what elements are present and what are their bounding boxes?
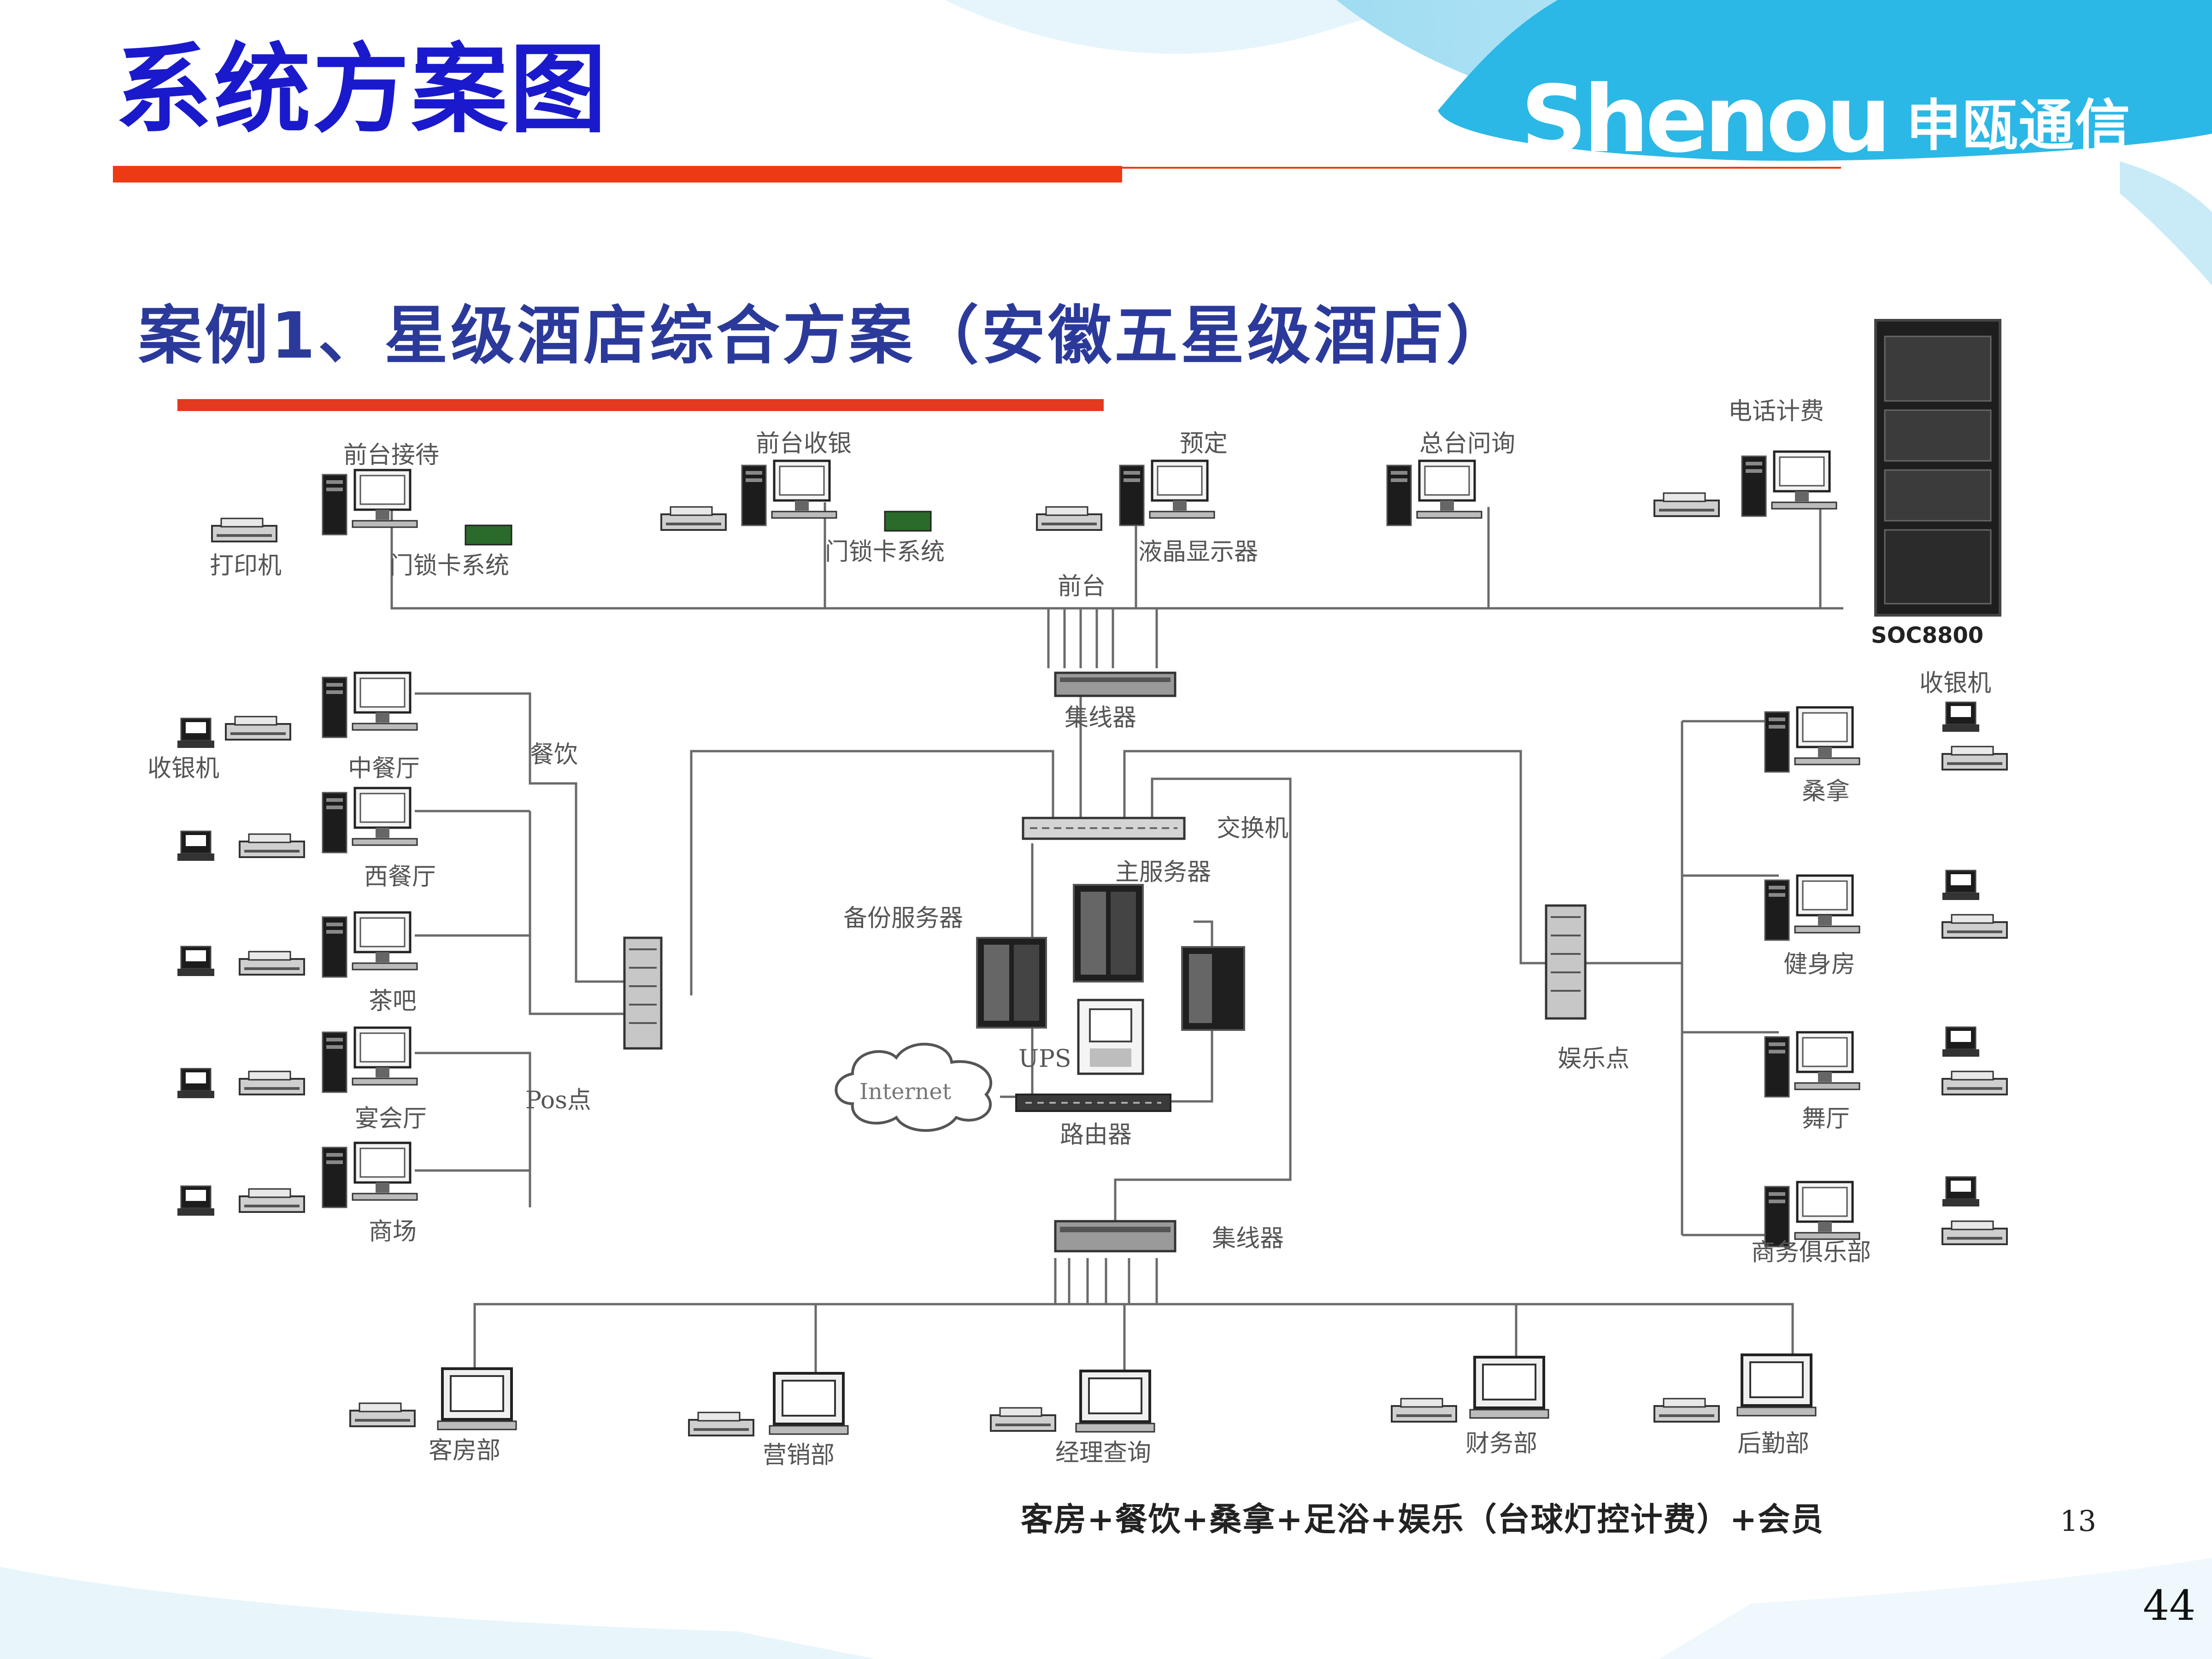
- ups-icon: [1077, 999, 1144, 1075]
- internet-cloud-icon: [835, 1042, 993, 1132]
- station-label-sauna: 桑拿: [1802, 778, 1850, 806]
- department-label-finance: 财务部: [1465, 1430, 1537, 1458]
- server-icon: [1181, 946, 1245, 1031]
- front-desk-group-label: 前台: [1058, 573, 1106, 600]
- case-title: 案例1、星级酒店综合方案（安徽五星级酒店）: [138, 299, 1513, 373]
- brand-chinese: 申瓯通信: [1906, 94, 2131, 158]
- catering-group-label: 餐饮: [530, 741, 578, 769]
- department-label-logistics: 后勤部: [1737, 1430, 1809, 1458]
- brand-band: [1438, 0, 2212, 161]
- hub-label: 集线器: [1065, 704, 1136, 732]
- page-number: 44: [2143, 1582, 2196, 1630]
- department-label-marketing: 营销部: [763, 1441, 835, 1469]
- lcd-label: 液晶显示器: [1138, 538, 1258, 566]
- cashier-label: 收银机: [1919, 670, 1991, 697]
- station-label-inquiry: 总台问询: [1419, 430, 1515, 458]
- door-lock-label: 门锁卡系统: [389, 552, 509, 580]
- station-label-mall: 商场: [369, 1218, 417, 1246]
- department-label-rooms: 客房部: [429, 1437, 500, 1465]
- station-label-dance-hall: 舞厅: [1802, 1105, 1850, 1133]
- station-label-cashier: 前台收银: [756, 430, 852, 458]
- wave-decoration: [0, 1567, 876, 1659]
- pos-label: Pos点: [525, 1087, 591, 1114]
- router-icon: [1015, 1094, 1171, 1112]
- backup-server-label: 备份服务器: [843, 905, 963, 932]
- cashier-label: 收银机: [147, 755, 219, 782]
- backup-server-icon: [976, 937, 1047, 1029]
- door-lock-label: 门锁卡系统: [825, 538, 945, 566]
- station-label-business-club: 商务俱乐部: [1751, 1239, 1871, 1266]
- wave-decoration: [2120, 161, 2212, 286]
- title-underline-thin: [1122, 167, 1841, 169]
- station-label-reception: 前台接待: [343, 441, 439, 469]
- entertainment-hub-icon: [1545, 904, 1587, 1020]
- department-label-manager-query: 经理查询: [1055, 1439, 1151, 1467]
- router-label: 路由器: [1060, 1121, 1132, 1149]
- title-underline: [113, 166, 1122, 182]
- wave-decoration: [945, 0, 1429, 54]
- diagram-picture: [94, 184, 2120, 1565]
- front-desk-devices: [211, 452, 1836, 546]
- rack-label: SOC8800: [1871, 623, 1983, 648]
- switch-icon: [1022, 817, 1186, 840]
- bottom-hub-label: 集线器: [1212, 1225, 1284, 1253]
- ups-label: UPS: [1018, 1045, 1071, 1073]
- station-label-booking: 预定: [1180, 430, 1228, 458]
- station-label-western-restaurant: 西餐厅: [364, 863, 436, 891]
- internet-label: Internet: [859, 1079, 951, 1105]
- wave-decoration: [1659, 1558, 2212, 1659]
- catering-devices: [176, 673, 417, 1217]
- station-label-banquet-hall: 宴会厅: [355, 1105, 427, 1133]
- department-devices: [349, 1355, 1816, 1436]
- case-title-underline: [177, 399, 1104, 411]
- connection-lines: [390, 502, 1843, 1378]
- main-server-icon: [1073, 884, 1144, 982]
- printer-label: 打印机: [210, 552, 282, 580]
- brand-latin: Shenou: [1521, 66, 1891, 173]
- bottom-hub-icon: [1054, 1220, 1177, 1253]
- station-label-gym: 健身房: [1783, 951, 1855, 978]
- station-label-billing: 电话计费: [1728, 398, 1824, 425]
- soc8800-rack-icon: [1874, 319, 2001, 617]
- station-label-chinese-restaurant: 中餐厅: [348, 755, 420, 782]
- switch-label: 交换机: [1217, 815, 1288, 842]
- main-server-label: 主服务器: [1115, 859, 1211, 886]
- original-slide-number: 13: [2060, 1504, 2096, 1538]
- diagram-caption: 客房+餐饮+桑拿+足浴+娱乐（台球灯控计费）+会员: [1021, 1500, 1824, 1538]
- slide-title: 系统方案图: [115, 33, 609, 146]
- station-label-tea-bar: 茶吧: [369, 988, 417, 1015]
- pos-hub-icon: [623, 936, 663, 1050]
- top-hub-icon: [1054, 671, 1177, 697]
- entertainment-group-label: 娱乐点: [1558, 1045, 1630, 1073]
- network-diagram: SOC8800 前台接待 前台收银 预定 总台问询 电话计费 打印机 门锁卡系统…: [147, 319, 2008, 1469]
